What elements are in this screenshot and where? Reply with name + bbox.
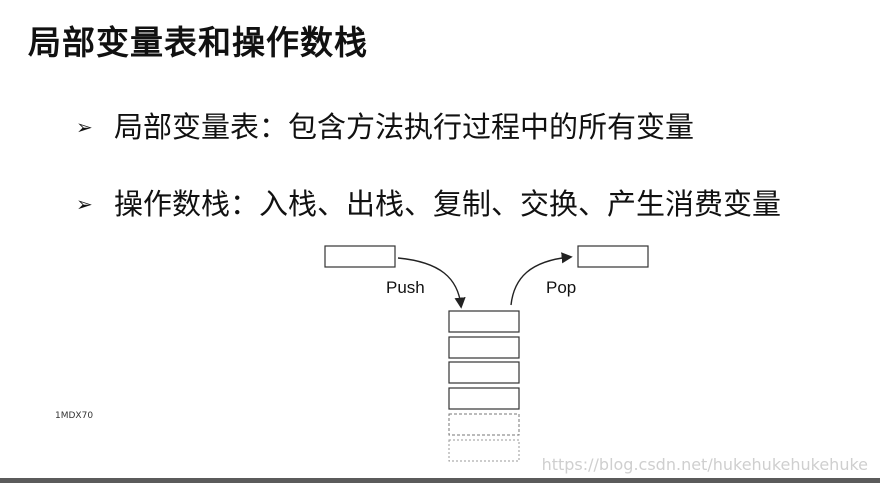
stack-slot [448,310,520,333]
bullet-operand-stack: ➢ 操作数栈：入栈、出栈、复制、交换、产生消费变量 [76,181,781,223]
arrowhead-bullet-icon: ➢ [76,115,93,139]
stack-slot [448,387,520,410]
push-label: Push [386,278,425,297]
pop-arrow [510,252,573,306]
bottom-divider [0,478,880,483]
push-source-box [324,245,396,268]
push-arrow [397,257,466,309]
figure-id-footnote: 1MDX70 [55,411,94,421]
bullet-text: 局部变量表：包含方法执行过程中的所有变量 [114,110,695,144]
stack-slot [448,336,520,359]
slide-title: 局部变量表和操作数栈 [28,23,368,62]
stack-slot [448,361,520,384]
source-watermark: https://blog.csdn.net/hukehukehukehuke [541,455,868,474]
pop-label: Pop [546,278,576,297]
bullet-local-variable-table: ➢ 局部变量表：包含方法执行过程中的所有变量 [76,104,694,146]
bullet-text: 操作数栈：入栈、出栈、复制、交换、产生消费变量 [114,187,782,221]
stack-slot-empty [448,413,520,436]
arrowhead-bullet-icon: ➢ [76,192,93,216]
stack-slot-empty [448,439,520,462]
operand-stack [448,310,520,462]
pop-target-box [577,245,649,268]
